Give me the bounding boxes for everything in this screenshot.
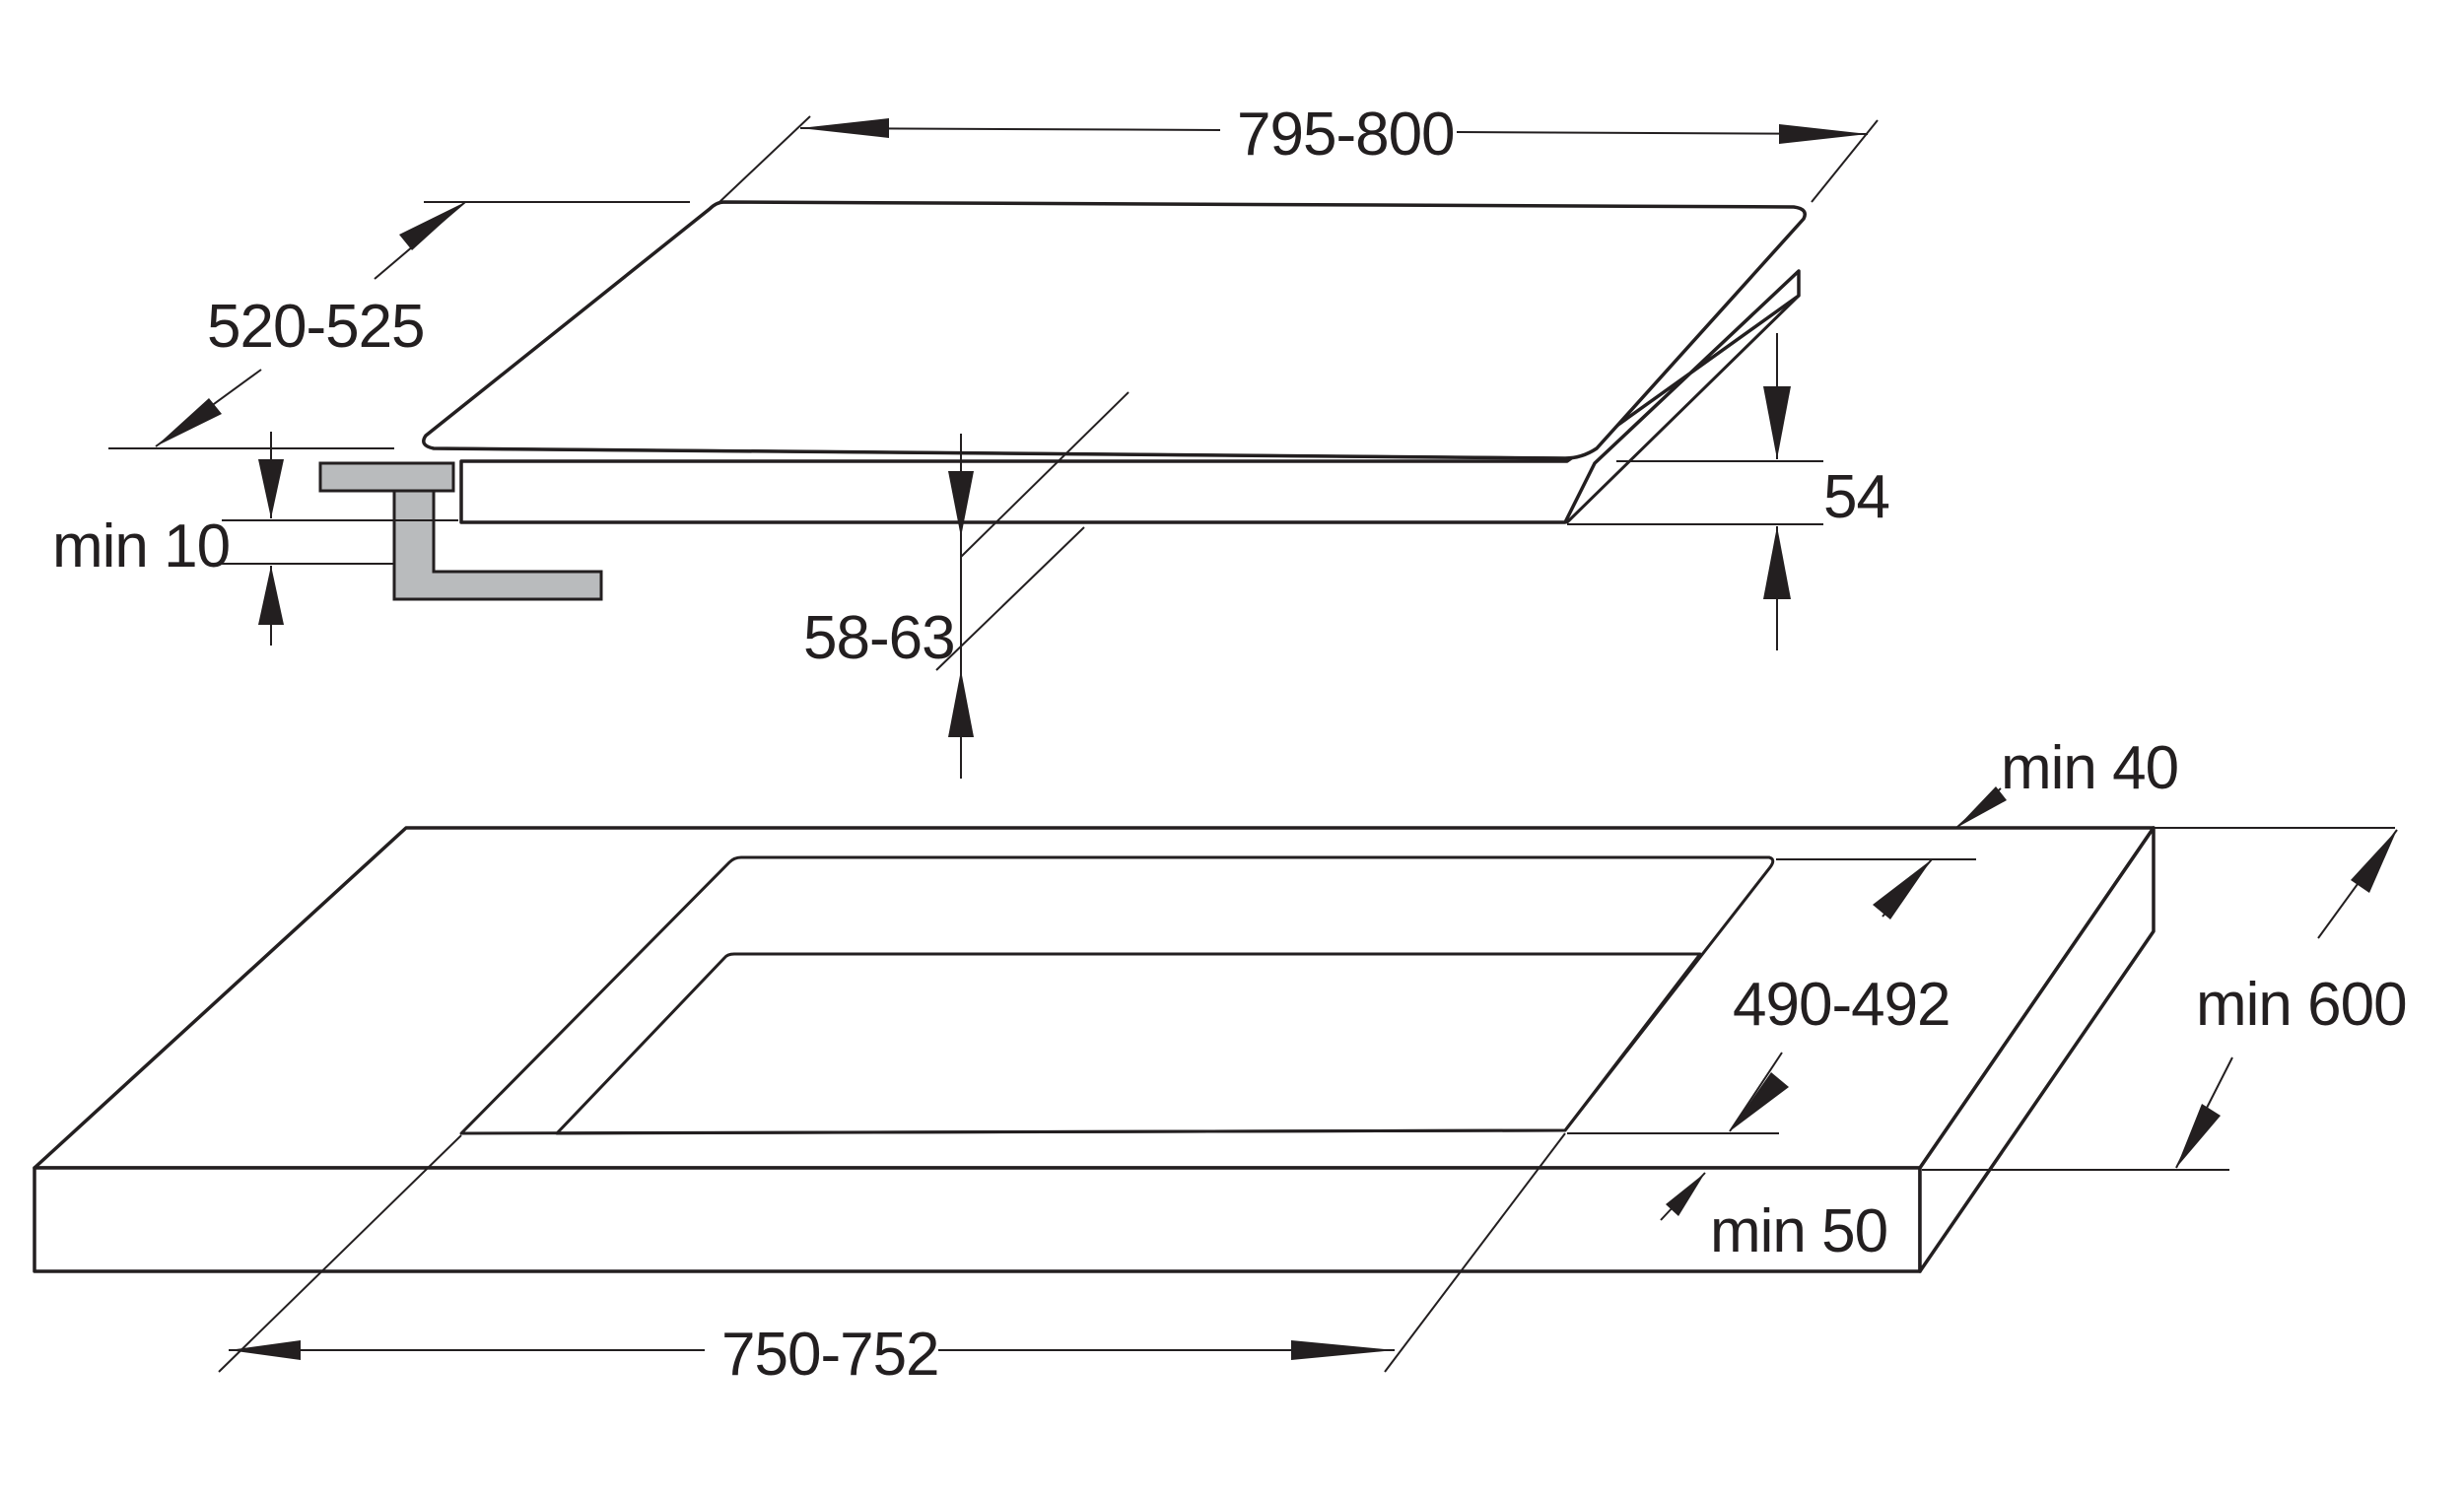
- label-support-clearance: min 10: [52, 512, 230, 580]
- label-front-clearance: min 40: [2001, 734, 2178, 802]
- cutout-inner: [555, 952, 1702, 1135]
- hob-glass-top: [422, 200, 1807, 460]
- label-rear-clearance: min 50: [1710, 1197, 1887, 1265]
- label-hob-height: 54: [1823, 463, 1889, 531]
- dimension-lines: [108, 115, 2398, 1373]
- worktop-side: [1918, 826, 2156, 1273]
- label-cutout-width: 750-752: [721, 1321, 939, 1389]
- label-hob-width: 795-800: [1237, 101, 1455, 169]
- worktop-support-bracket: [318, 461, 603, 601]
- worktop: [33, 826, 2156, 1273]
- label-cutout-depth: 490-492: [1733, 971, 1951, 1039]
- dimension-labels: 795-800 520-525 54 min 10 58-63 min 40 4…: [52, 101, 2408, 1389]
- worktop-front: [33, 1166, 1922, 1273]
- label-worktop-depth: min 600: [2196, 971, 2407, 1039]
- label-hob-depth: 520-525: [207, 293, 425, 361]
- label-installation-depth: 58-63: [803, 604, 955, 672]
- hob-appliance: [422, 200, 1807, 524]
